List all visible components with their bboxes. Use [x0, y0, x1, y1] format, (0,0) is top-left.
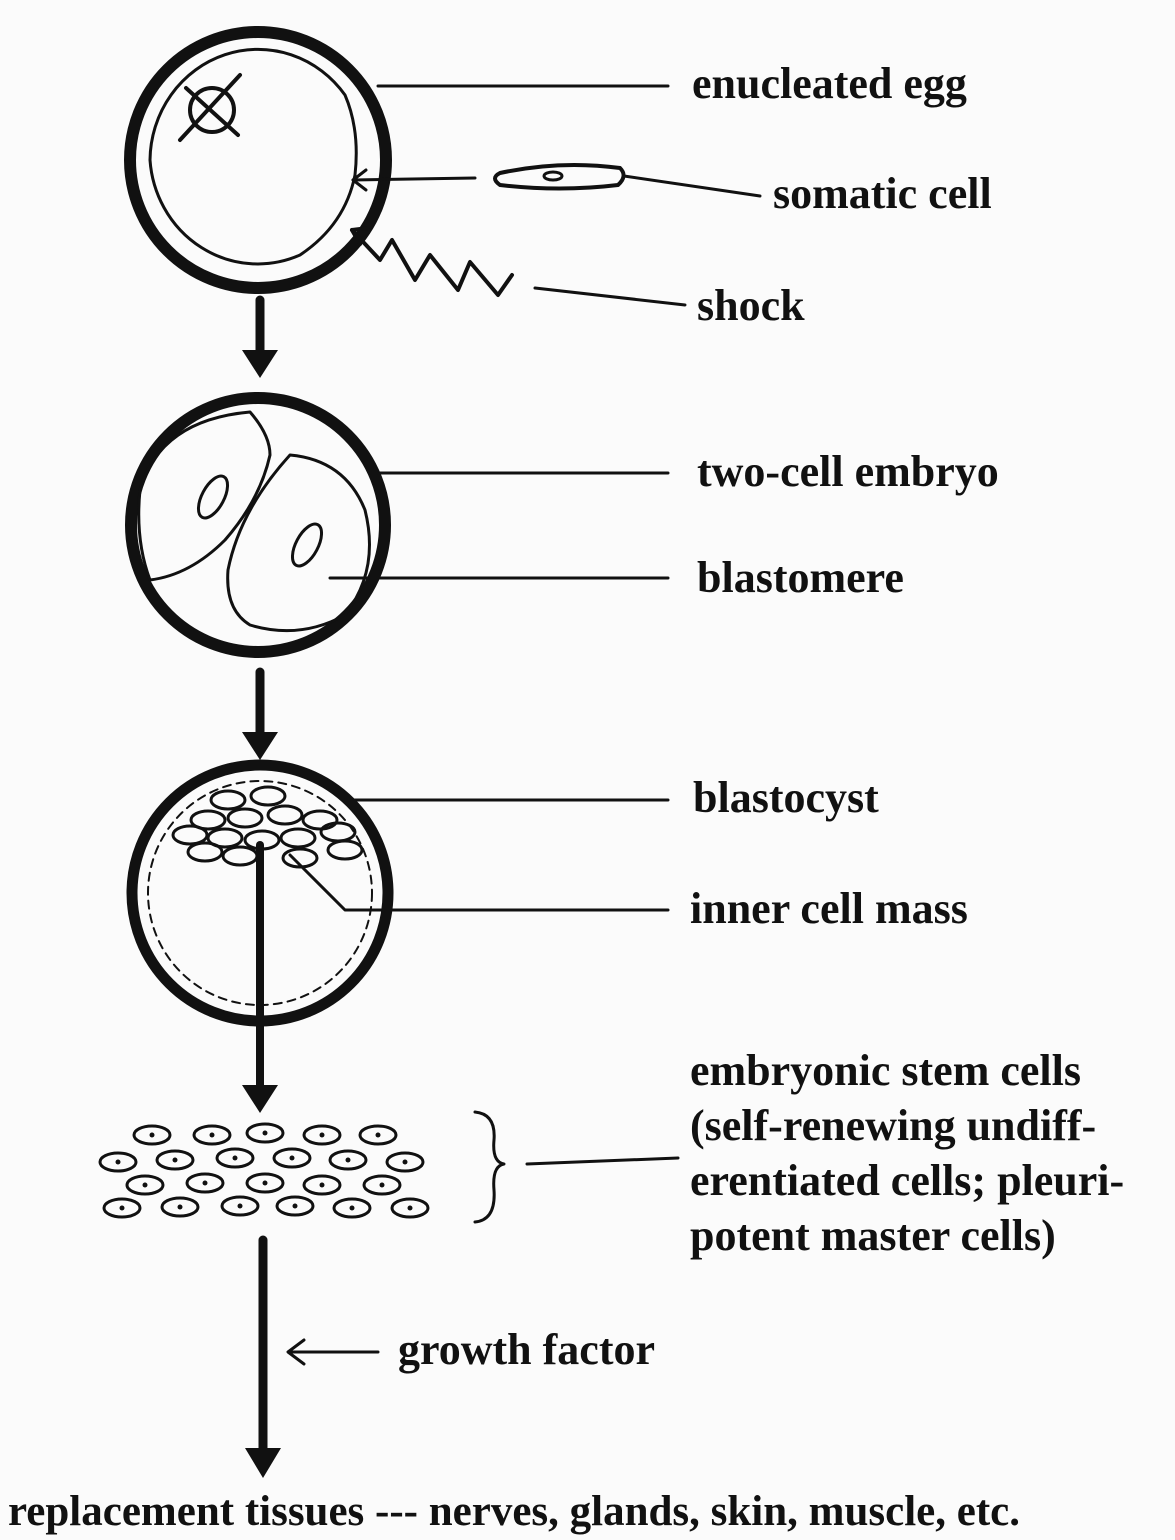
- shock-leader: [535, 288, 685, 305]
- stem-cell-nucleus: [293, 1204, 298, 1209]
- stem-cell-nucleus: [263, 1181, 268, 1186]
- icm-cell: [173, 826, 207, 844]
- stem-cell-nucleus: [350, 1206, 355, 1211]
- label-embryonic-stem-cells: embryonic stem cells (self-renewing undi…: [690, 1043, 1160, 1263]
- stem-cell-nucleus: [320, 1183, 325, 1188]
- stem-cell-nucleus: [346, 1158, 351, 1163]
- arrow-egg-to-embryo: [242, 300, 278, 378]
- stem-cell-nucleus: [238, 1204, 243, 1209]
- label-shock: shock: [697, 284, 805, 328]
- label-two-cell-embryo: two-cell embryo: [697, 450, 999, 494]
- arrow-embryo-to-blastocyst: [242, 672, 278, 760]
- growth-factor-arrow: [288, 1340, 378, 1364]
- stem-cell-nucleus: [320, 1133, 325, 1138]
- removed-nucleus-icon: [180, 75, 240, 140]
- blastomere-left: [192, 472, 233, 523]
- label-inner-cell-mass: inner cell mass: [690, 887, 968, 931]
- icm-cell: [303, 811, 337, 829]
- somatic-cell-leader: [624, 176, 760, 196]
- two-cell-embryo: [131, 398, 385, 652]
- stem-cell-brace: [475, 1112, 678, 1222]
- label-enucleated-egg: enucleated egg: [692, 62, 967, 106]
- esc-line-2: (self-renewing undiff-: [690, 1098, 1160, 1153]
- stem-cell-nucleus: [173, 1158, 178, 1163]
- icm-cell: [188, 843, 222, 861]
- arrow-stem-cells-to-tissues: [245, 1240, 281, 1478]
- icm-cell: [211, 791, 245, 809]
- stem-cell-nucleus: [380, 1183, 385, 1188]
- arrow-blastocyst-to-stem-cells: [242, 845, 278, 1113]
- label-growth-factor: growth factor: [398, 1328, 655, 1372]
- icm-cell: [268, 806, 302, 824]
- icm-cell: [281, 829, 315, 847]
- stem-cell-cluster: [100, 1124, 428, 1217]
- label-replacement-tissues: replacement tissues --- nerves, glands, …: [8, 1490, 1020, 1533]
- stem-cell-nucleus: [408, 1206, 413, 1211]
- stem-cell-nucleus: [143, 1183, 148, 1188]
- blastomere-right: [286, 520, 327, 571]
- somatic-cell-icon: [495, 165, 624, 189]
- icm-cell: [228, 809, 262, 827]
- somatic-cell-insertion-arrow: [353, 170, 475, 190]
- stem-cell-nucleus: [210, 1133, 215, 1138]
- stem-cell-nucleus: [290, 1156, 295, 1161]
- stem-cell-nucleus: [233, 1156, 238, 1161]
- inner-cell-mass-leader: [290, 855, 668, 910]
- shock-zigzag-icon: [352, 228, 512, 295]
- stem-cell-nucleus: [376, 1133, 381, 1138]
- stem-cell-nucleus: [403, 1160, 408, 1165]
- esc-line-1: embryonic stem cells: [690, 1043, 1160, 1098]
- esc-line-4: potent master cells): [690, 1208, 1160, 1263]
- icm-cell: [328, 841, 362, 859]
- stem-cell-nucleus: [116, 1160, 121, 1165]
- stem-cell-nucleus: [203, 1181, 208, 1186]
- esc-line-3: erentiated cells; pleuri-: [690, 1153, 1160, 1208]
- stem-cell-nucleus: [150, 1133, 155, 1138]
- label-somatic-cell: somatic cell: [773, 172, 992, 216]
- stem-cell-nucleus: [120, 1206, 125, 1211]
- label-blastocyst: blastocyst: [693, 776, 879, 820]
- icm-cell: [223, 847, 257, 865]
- stem-cell-nucleus: [178, 1205, 183, 1210]
- stem-cell-nucleus: [263, 1131, 268, 1136]
- icm-cell: [251, 787, 285, 805]
- enucleated-egg-cell: [130, 32, 386, 288]
- icm-cell: [321, 823, 355, 841]
- label-blastomere: blastomere: [697, 556, 904, 600]
